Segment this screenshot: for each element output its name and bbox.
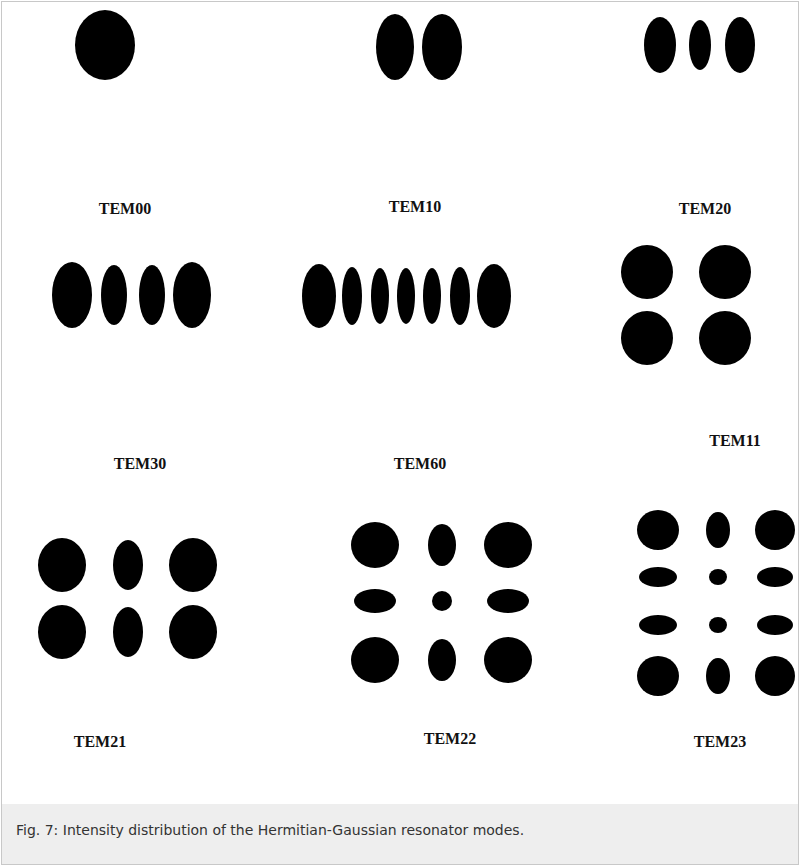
mode-label: TEM11 (709, 432, 761, 450)
mode-label: TEM23 (694, 733, 746, 751)
mode-label: TEM60 (394, 455, 446, 473)
mode-label: TEM30 (114, 455, 166, 473)
mode-label: TEM10 (389, 198, 441, 216)
mode-label: TEM22 (424, 730, 476, 748)
mode-label: TEM20 (679, 200, 731, 218)
mode-label: TEM00 (99, 200, 151, 218)
figure-caption: Fig. 7: Intensity distribution of the He… (16, 822, 524, 838)
mode-label: TEM21 (74, 733, 126, 751)
